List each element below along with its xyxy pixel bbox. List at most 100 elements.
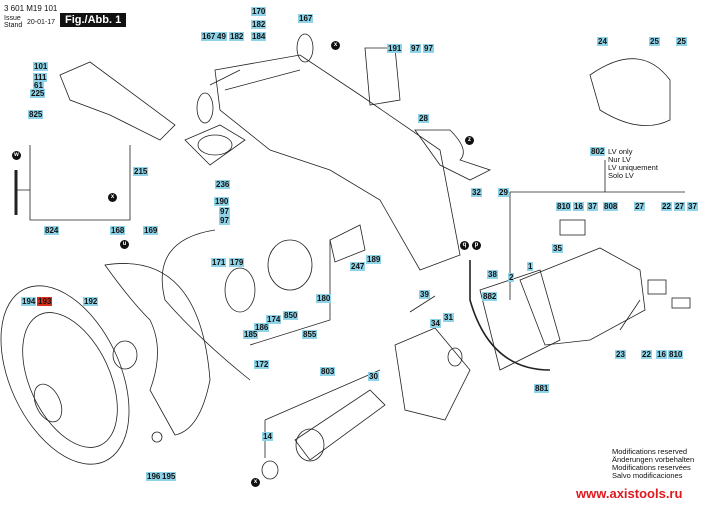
callout-23[interactable]: 23: [615, 350, 626, 359]
callout-179[interactable]: 179: [229, 258, 245, 267]
callout-803[interactable]: 803: [320, 367, 336, 376]
callout-29[interactable]: 29: [498, 188, 509, 197]
issue-date: 20-01-17: [27, 19, 56, 26]
callout-225[interactable]: 225: [30, 89, 46, 98]
fan-housing: [394, 327, 471, 421]
callout-35[interactable]: 35: [552, 244, 563, 253]
callout-97[interactable]: 97: [219, 216, 230, 225]
callout-31[interactable]: 31: [443, 313, 454, 322]
reference-marker-u: u: [120, 240, 129, 249]
figure-title: Fig./Abb. 1: [60, 13, 127, 27]
callout-101[interactable]: 101: [33, 62, 49, 71]
callout-49[interactable]: 49: [216, 32, 227, 41]
callout-14[interactable]: 14: [262, 432, 273, 441]
callout-24[interactable]: 24: [597, 37, 608, 46]
callout-850[interactable]: 850: [283, 311, 299, 320]
callout-30[interactable]: 30: [368, 372, 379, 381]
callout-28[interactable]: 28: [418, 114, 429, 123]
callout-37[interactable]: 37: [687, 202, 698, 211]
callout-825[interactable]: 825: [28, 110, 44, 119]
callout-32[interactable]: 32: [471, 188, 482, 197]
reference-marker-x: x: [251, 478, 260, 487]
callout-182[interactable]: 182: [251, 20, 267, 29]
callout-16[interactable]: 16: [573, 202, 584, 211]
reference-marker-x: x: [331, 41, 340, 50]
flange: [112, 340, 138, 370]
callout-810[interactable]: 810: [668, 350, 684, 359]
callout-194[interactable]: 194: [21, 297, 37, 306]
callout-184[interactable]: 184: [251, 32, 267, 41]
armature: [294, 389, 386, 461]
callout-180[interactable]: 180: [316, 294, 332, 303]
callout-196[interactable]: 196: [146, 472, 162, 481]
callout-174[interactable]: 174: [266, 315, 282, 324]
callout-34[interactable]: 34: [430, 319, 441, 328]
callout-2[interactable]: 2: [508, 273, 515, 282]
reference-marker-z: z: [465, 136, 474, 145]
callout-37[interactable]: 37: [587, 202, 598, 211]
reference-marker-q: q: [460, 241, 469, 250]
website-link[interactable]: www.axistools.ru: [576, 486, 683, 501]
part-number: 3 601 M19 101: [4, 4, 58, 13]
callout-39[interactable]: 39: [419, 290, 430, 299]
reference-marker-x: x: [108, 193, 117, 202]
callout-802[interactable]: 802: [590, 147, 606, 156]
callout-185[interactable]: 185: [243, 330, 259, 339]
callout-171[interactable]: 171: [211, 258, 227, 267]
callout-169[interactable]: 169: [143, 226, 159, 235]
callout-190[interactable]: 190: [214, 197, 230, 206]
callout-97[interactable]: 97: [219, 207, 230, 216]
blade-flange: [33, 383, 63, 423]
modifications-note: Modifications reserved Änderungen vorbeh…: [612, 447, 695, 480]
callout-191[interactable]: 191: [387, 44, 403, 53]
reference-marker-w: w: [12, 151, 21, 160]
callout-167[interactable]: 167: [201, 32, 217, 41]
callout-38[interactable]: 38: [487, 270, 498, 279]
callout-215[interactable]: 215: [133, 167, 149, 176]
callout-247[interactable]: 247: [350, 262, 366, 271]
callout-61[interactable]: 61: [33, 81, 44, 90]
saw-blade: [0, 285, 130, 465]
callout-22[interactable]: 22: [661, 202, 672, 211]
callout-810[interactable]: 810: [556, 202, 572, 211]
callout-182[interactable]: 182: [229, 32, 245, 41]
callout-186[interactable]: 186: [254, 323, 270, 332]
housing-arm: [214, 54, 461, 271]
end-cap: [589, 58, 671, 126]
callout-1[interactable]: 1: [527, 262, 534, 271]
callout-97[interactable]: 97: [410, 44, 421, 53]
callout-882[interactable]: 882: [482, 292, 498, 301]
callout-168[interactable]: 168: [110, 226, 126, 235]
gasket: [184, 124, 246, 166]
field-coil: [479, 269, 561, 371]
lv-note: LV only Nur LV LV uniquement Solo LV: [608, 147, 658, 180]
upper-guard: [59, 61, 176, 141]
callout-97[interactable]: 97: [423, 44, 434, 53]
callout-170[interactable]: 170: [251, 7, 267, 16]
callout-172[interactable]: 172: [254, 360, 270, 369]
callout-193[interactable]: 193: [37, 297, 53, 306]
callout-189[interactable]: 189: [366, 255, 382, 264]
callout-824[interactable]: 824: [44, 226, 60, 235]
callout-167[interactable]: 167: [298, 14, 314, 23]
spring-ring: [224, 267, 256, 313]
callout-25[interactable]: 25: [676, 37, 687, 46]
callout-27[interactable]: 27: [634, 202, 645, 211]
reference-marker-p: p: [472, 241, 481, 250]
cable: [469, 260, 551, 371]
callout-192[interactable]: 192: [83, 297, 99, 306]
callout-25[interactable]: 25: [649, 37, 660, 46]
hose: [161, 229, 251, 381]
callout-111[interactable]: 111: [33, 73, 48, 82]
callout-22[interactable]: 22: [641, 350, 652, 359]
callout-881[interactable]: 881: [534, 384, 550, 393]
callout-855[interactable]: 855: [302, 330, 318, 339]
callout-808[interactable]: 808: [603, 202, 619, 211]
callout-195[interactable]: 195: [161, 472, 177, 481]
callout-27[interactable]: 27: [674, 202, 685, 211]
callout-236[interactable]: 236: [215, 180, 231, 189]
callout-16[interactable]: 16: [656, 350, 667, 359]
bearing-housing: [267, 239, 313, 291]
